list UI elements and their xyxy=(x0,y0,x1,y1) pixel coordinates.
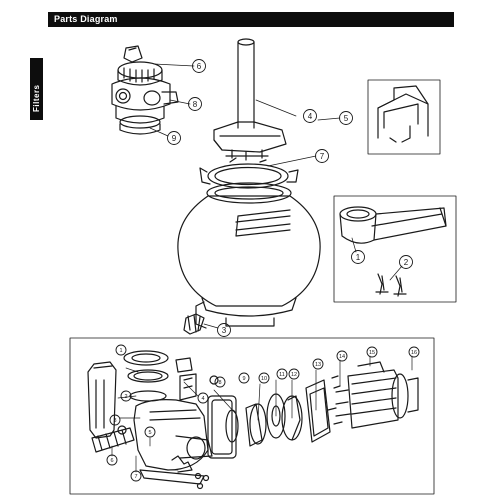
pump-callout-10: 10 xyxy=(261,376,267,382)
pump-callout-16: 16 xyxy=(411,350,417,356)
pump-callout-9: 9 xyxy=(242,376,245,382)
callout-8: 8 xyxy=(193,100,198,109)
pump-callout-12: 12 xyxy=(291,372,297,378)
filter-callout-labels: 6 8 9 4 5 7 1 2 3 xyxy=(172,62,409,335)
multiport-valve xyxy=(111,45,179,135)
pump-callout-4: 4 xyxy=(201,396,204,402)
pump-callout-1: 1 xyxy=(119,348,122,354)
callout-3: 3 xyxy=(222,326,227,335)
part-5-box xyxy=(367,79,441,155)
callout-4: 4 xyxy=(308,112,313,121)
pump-callout-2: 2 xyxy=(124,394,127,400)
pump-callout-7: 7 xyxy=(134,474,137,480)
pump-callout-8: 8 xyxy=(218,380,221,386)
callout-6: 6 xyxy=(197,62,202,71)
pump-callout-11: 11 xyxy=(279,372,285,378)
callout-7: 7 xyxy=(320,152,325,161)
leader-lines xyxy=(111,63,413,473)
header-bar xyxy=(48,12,454,27)
pump-callout-13: 13 xyxy=(315,362,321,368)
callout-circles xyxy=(106,59,420,482)
page-title: Parts Diagram xyxy=(54,14,118,24)
standpipe-assembly xyxy=(213,38,287,161)
pump-callout-labels: 1 2 3 4 5 6 7 8 9 10 11 12 13 14 15 16 xyxy=(110,348,417,480)
pump-panel xyxy=(69,337,435,495)
callout-1: 1 xyxy=(356,253,361,262)
filter-tank xyxy=(177,182,321,329)
pump-callout-6: 6 xyxy=(110,458,113,464)
pump-callout-15: 15 xyxy=(369,350,375,356)
pump-callout-5: 5 xyxy=(148,430,151,436)
callout-2: 2 xyxy=(404,258,409,267)
pump-callout-14: 14 xyxy=(339,354,345,360)
side-tab xyxy=(30,58,43,120)
lateral-detail-box xyxy=(333,195,457,303)
pump-callout-3: 3 xyxy=(113,418,116,424)
clamp-ring xyxy=(199,157,299,189)
drain-plug xyxy=(183,313,205,335)
callout-5: 5 xyxy=(344,114,349,123)
callout-9: 9 xyxy=(172,134,177,143)
